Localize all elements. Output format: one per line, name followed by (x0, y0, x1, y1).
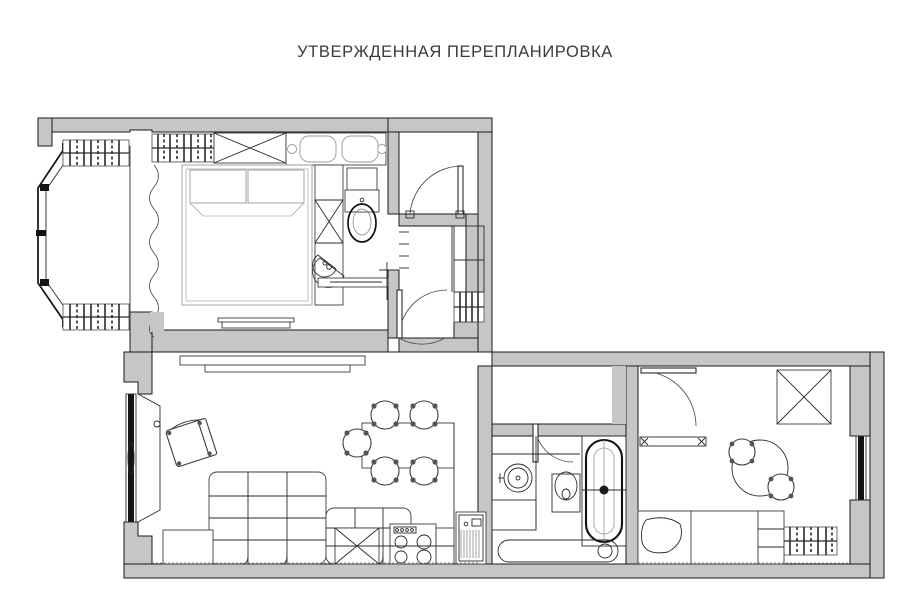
chair-second-a (728, 438, 756, 466)
kitchen-sink (455, 511, 487, 565)
radiator-bay-lower (62, 303, 130, 331)
wardrobe-second (776, 369, 832, 425)
dining-chair (409, 456, 439, 486)
radiator-bedroom-master (151, 133, 215, 163)
tv-console-bedroom (217, 317, 295, 329)
second-bedroom-furniture (637, 369, 867, 565)
wall-right-inner-lower (849, 499, 871, 565)
bathtub (581, 435, 627, 547)
wall-hall-divider (387, 131, 400, 215)
master-bedroom-furniture (149, 132, 387, 338)
wall-top-right-bedroom (387, 117, 493, 133)
wall-bay-left (37, 117, 53, 147)
toilet-second (551, 471, 581, 513)
wall-hall-niche-bottom (453, 321, 479, 341)
master-bathroom-fixtures (312, 167, 397, 300)
bay-mullion-mid-upper (40, 184, 49, 191)
living-left-jog (137, 393, 161, 523)
wall-switch (153, 420, 161, 428)
wall-bath-second-top (491, 423, 627, 437)
second-bathroom-fixtures (491, 435, 627, 563)
kitchen-run (334, 511, 487, 565)
bedroom-second-window (855, 435, 867, 501)
living-room-furniture (125, 355, 487, 565)
dining-chair (370, 400, 400, 430)
wall-nub-a (612, 366, 626, 424)
closet-rail-second (639, 436, 707, 447)
dining-chair (342, 428, 372, 458)
page-title: УТВЕРЖДЕННАЯ ПЕРЕПЛАНИРОВКА (297, 43, 613, 61)
wall-right-outer (869, 351, 885, 579)
long-counter-second (497, 539, 619, 563)
entry-door (405, 165, 465, 219)
hallway-niche (451, 225, 485, 293)
vanity-second (491, 499, 537, 531)
bay-mullion-mid-lower (40, 279, 49, 286)
wall-right-wing-top (478, 351, 885, 367)
round-table-second (728, 438, 795, 501)
dining-set (342, 400, 455, 564)
tv-panel-living (179, 355, 366, 373)
kitchen-stove (389, 523, 437, 565)
dresser-cross (314, 199, 344, 244)
wall-bedroom-bottom (129, 329, 479, 353)
master-bath-door (396, 289, 448, 345)
armchair-living (165, 418, 218, 467)
bay-inner-frame (45, 151, 73, 319)
dining-chair (409, 400, 439, 430)
bay-mullion-center (36, 230, 46, 236)
curtain-wave (149, 164, 159, 338)
shower-tray-master (312, 257, 389, 288)
wardrobe-master (213, 132, 287, 164)
bathroom-second-door-left (532, 423, 574, 463)
radiator-hallway (453, 291, 485, 323)
toilet-master (344, 167, 380, 243)
ottoman-living (162, 529, 214, 565)
corridor-door-second (640, 367, 697, 427)
wall-structure (37, 117, 885, 579)
wall-right-inner-upper (849, 365, 871, 437)
living-room-window (125, 393, 137, 523)
round-sink-second (498, 463, 533, 493)
wall-living-left-upper (123, 351, 153, 395)
double-bed (181, 164, 313, 306)
wall-bottom-main (123, 563, 885, 579)
wall-hall-niche-right (465, 213, 479, 301)
single-bed-second (637, 510, 785, 565)
chair-second-b (767, 473, 795, 501)
drainer-grooves (460, 530, 480, 558)
curtain-anchor (150, 312, 164, 332)
door-group (396, 165, 697, 463)
dining-chair (370, 456, 400, 486)
washbasin-counter-master (285, 132, 387, 166)
radiator-bay-upper (62, 139, 130, 167)
wall-bath-bedroom-divider (625, 365, 639, 565)
sectional-sofa (208, 471, 412, 565)
hall-shelf-marks (399, 231, 409, 269)
wall-bedroom-bottom-left-stub (129, 311, 153, 353)
bay-window-assembly (36, 143, 131, 327)
